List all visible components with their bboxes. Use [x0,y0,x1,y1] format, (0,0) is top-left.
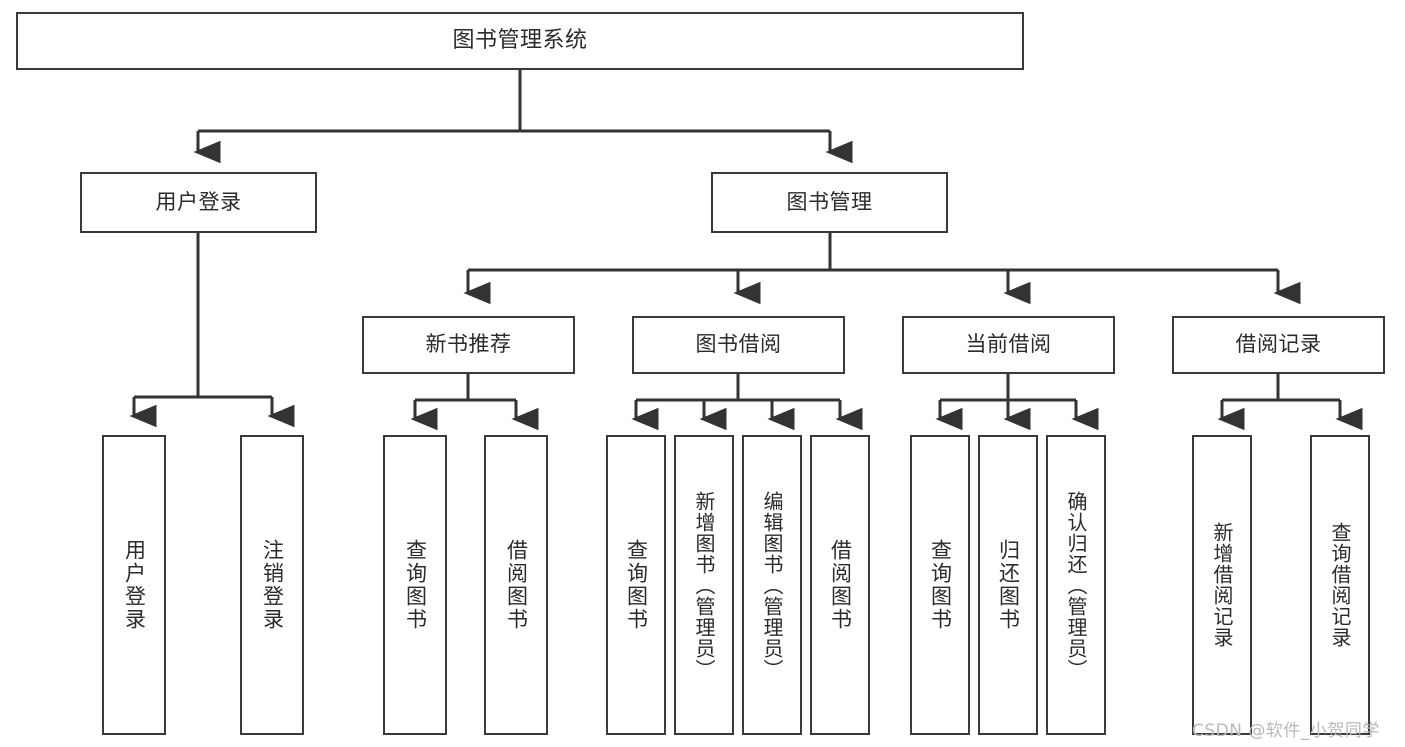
node-user-login[interactable]: 用户登录 [80,172,317,233]
leaf-borrow-query-book[interactable]: 查询图书 [606,435,666,735]
leaf-borrow-add-book-admin[interactable]: 新增图书（管理员） [674,435,734,735]
leaf-record-add-borrow-record-label: 新增借阅记录 [1210,522,1234,648]
leaf-record-query-borrow-record[interactable]: 查询借阅记录 [1310,435,1370,735]
leaf-logout-label: 注销登录 [260,539,285,631]
node-user-login-label: 用户登录 [155,189,242,214]
leaf-current-query-book-label: 查询图书 [928,539,953,631]
leaf-current-confirm-return-admin-label: 确认归还（管理员） [1064,490,1088,680]
leaf-current-query-book[interactable]: 查询图书 [910,435,970,735]
node-book-borrow[interactable]: 图书借阅 [632,316,845,374]
leaf-borrow-add-book-admin-label: 新增图书（管理员） [692,490,716,680]
node-current-borrow[interactable]: 当前借阅 [902,316,1115,374]
leaf-logout[interactable]: 注销登录 [240,435,304,735]
leaf-user-login-label: 用户登录 [122,539,147,631]
leaf-current-return-book[interactable]: 归还图书 [978,435,1038,735]
leaf-new-book-borrow-book[interactable]: 借阅图书 [484,435,548,735]
node-book-management-label: 图书管理 [786,189,873,214]
leaf-user-login[interactable]: 用户登录 [102,435,166,735]
csdn-watermark: CSDN @软件_小贺同学 [1192,721,1380,741]
leaf-current-return-book-label: 归还图书 [996,539,1021,631]
leaf-new-book-borrow-book-label: 借阅图书 [504,539,529,631]
node-current-borrow-label: 当前借阅 [965,332,1052,357]
node-borrow-record-label: 借阅记录 [1235,332,1322,357]
leaf-current-confirm-return-admin[interactable]: 确认归还（管理员） [1046,435,1106,735]
node-root-label: 图书管理系统 [452,27,588,53]
leaf-record-add-borrow-record[interactable]: 新增借阅记录 [1192,435,1252,735]
leaf-new-book-query-book[interactable]: 查询图书 [383,435,447,735]
leaf-borrow-query-book-label: 查询图书 [624,539,649,631]
node-book-management[interactable]: 图书管理 [711,172,948,233]
leaf-borrow-edit-book-admin[interactable]: 编辑图书（管理员） [742,435,802,735]
node-new-book-recommend-label: 新书推荐 [425,332,512,357]
node-borrow-record[interactable]: 借阅记录 [1172,316,1385,374]
leaf-borrow-edit-book-admin-label: 编辑图书（管理员） [760,490,784,680]
leaf-borrow-borrow-book[interactable]: 借阅图书 [810,435,870,735]
node-root-book-management-system[interactable]: 图书管理系统 [16,12,1024,70]
node-new-book-recommend[interactable]: 新书推荐 [362,316,575,374]
node-book-borrow-label: 图书借阅 [695,332,782,357]
leaf-borrow-borrow-book-label: 借阅图书 [828,539,853,631]
leaf-new-book-query-book-label: 查询图书 [403,539,428,631]
leaf-record-query-borrow-record-label: 查询借阅记录 [1328,522,1352,648]
